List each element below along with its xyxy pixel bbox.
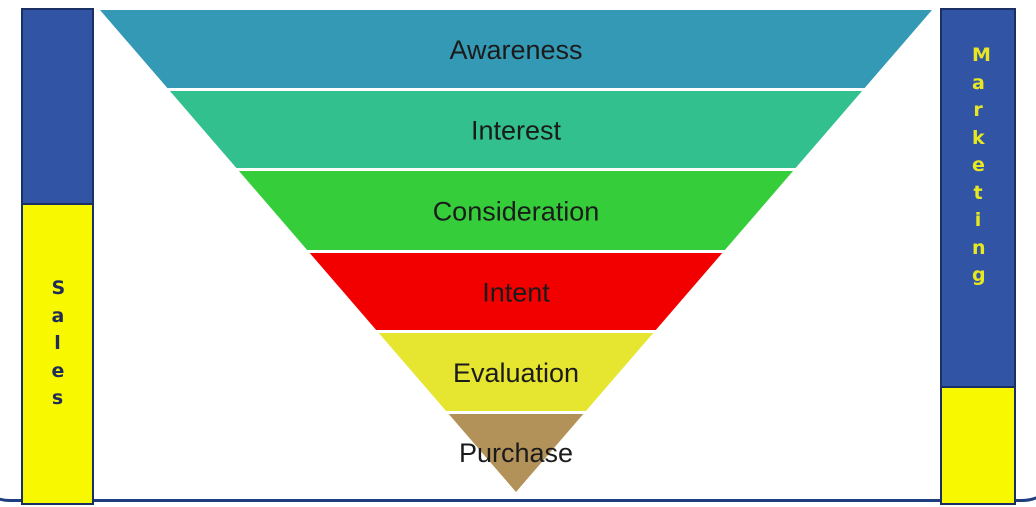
funnel-stage-evaluation (378, 333, 654, 411)
marketing-label: Marketing (972, 44, 991, 286)
funnel-stage-interest (169, 91, 863, 168)
funnel-stage-intent (309, 253, 723, 330)
sales-label: Sales (51, 277, 66, 409)
funnel-stages: AwarenessInterestConsiderationIntentEval… (100, 10, 932, 492)
funnel-label-intent: Intent (482, 278, 550, 308)
marketing-bar-bottom (942, 388, 1014, 503)
funnel-label-evaluation: Evaluation (453, 358, 579, 388)
funnel-label-purchase: Purchase (459, 438, 573, 468)
funnel-stage-awareness (100, 10, 932, 88)
sales-bar: Sales (21, 8, 94, 505)
funnel-label-consideration: Consideration (433, 197, 600, 227)
sales-bar-top (23, 10, 92, 205)
funnel-label-awareness: Awareness (449, 35, 582, 65)
funnel-label-interest: Interest (471, 116, 562, 146)
funnel-stage-consideration (238, 171, 794, 250)
marketing-bar: Marketing (940, 8, 1016, 505)
sales-bar-bottom: Sales (23, 205, 92, 503)
marketing-bar-top: Marketing (942, 10, 1014, 388)
funnel-stage-purchase (448, 414, 584, 492)
